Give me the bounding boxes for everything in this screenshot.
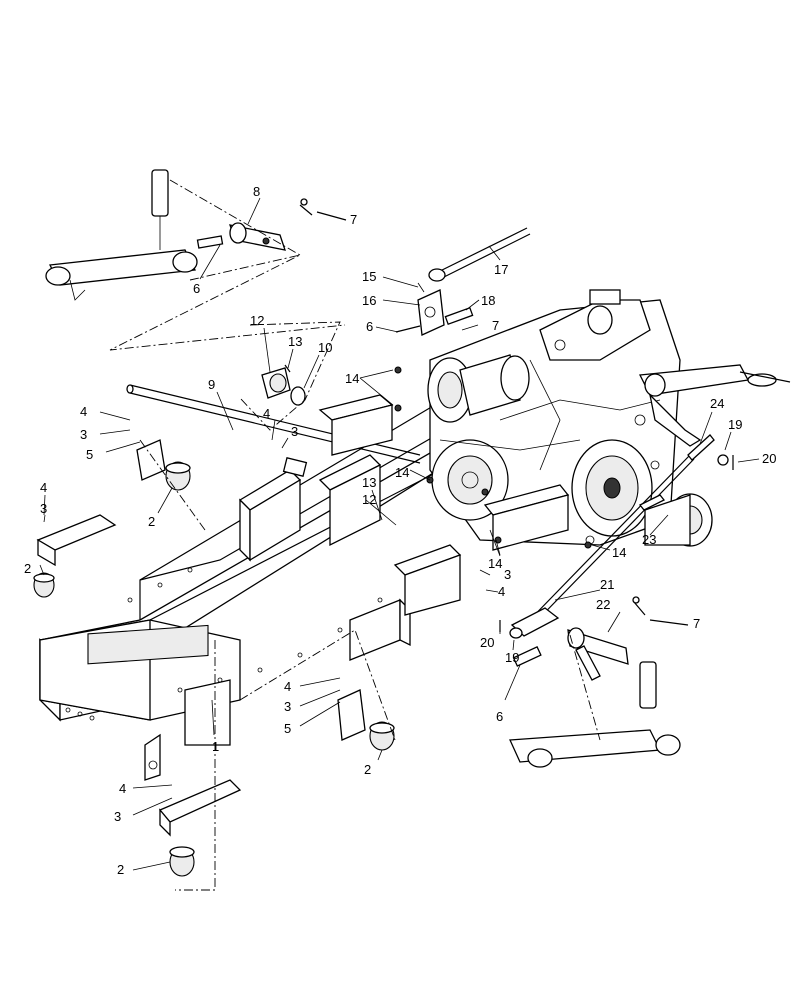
callout: 3 bbox=[40, 501, 47, 516]
isolator-mounts bbox=[33, 439, 396, 891]
callout: 5 bbox=[284, 721, 291, 736]
callout: 14 bbox=[488, 556, 502, 571]
brackets-14 bbox=[318, 366, 592, 616]
leader-lines bbox=[39, 197, 760, 871]
callout: 16 bbox=[362, 293, 376, 308]
callout: 14 bbox=[612, 545, 626, 560]
callout: 17 bbox=[494, 262, 508, 277]
rockshaft-assembly bbox=[395, 227, 531, 336]
callout: 2 bbox=[364, 762, 371, 777]
callout: 8 bbox=[253, 184, 260, 199]
callout: 6 bbox=[193, 281, 200, 296]
callout: 3 bbox=[504, 567, 511, 582]
upper-left-linkage bbox=[45, 169, 346, 351]
callout: 4 bbox=[498, 584, 505, 599]
callout: 15 bbox=[362, 269, 376, 284]
callout: 4 bbox=[284, 679, 291, 694]
transmission-housing bbox=[427, 289, 791, 546]
callout: 13 bbox=[288, 334, 302, 349]
callout: 12 bbox=[362, 492, 376, 507]
callout: 2 bbox=[148, 514, 155, 529]
callout: 23 bbox=[642, 532, 656, 547]
callout: 4 bbox=[80, 404, 87, 419]
callout: 7 bbox=[492, 318, 499, 333]
callout: 22 bbox=[596, 597, 610, 612]
callout: 7 bbox=[693, 616, 700, 631]
callout: 4 bbox=[40, 480, 47, 495]
callout: 20 bbox=[762, 451, 776, 466]
callout-labels: 8 7 6 17 15 16 18 6 7 12 13 10 9 14 4 3 … bbox=[24, 184, 776, 877]
callout: 14 bbox=[345, 371, 359, 386]
callout: 19 bbox=[505, 650, 519, 665]
callout: 6 bbox=[366, 319, 373, 334]
callout: 2 bbox=[117, 862, 124, 877]
callout: 4 bbox=[263, 406, 270, 421]
callout: 19 bbox=[728, 417, 742, 432]
callout: 3 bbox=[114, 809, 121, 824]
callout: 21 bbox=[600, 577, 614, 592]
callout: 12 bbox=[250, 313, 264, 328]
callout: 9 bbox=[208, 377, 215, 392]
callout: 5 bbox=[86, 447, 93, 462]
callout: 24 bbox=[710, 396, 724, 411]
callout: 20 bbox=[480, 635, 494, 650]
callout: 10 bbox=[318, 340, 332, 355]
callout: 1 bbox=[212, 739, 219, 754]
callout: 18 bbox=[481, 293, 495, 308]
callout: 4 bbox=[119, 781, 126, 796]
callout: 13 bbox=[362, 475, 376, 490]
callout: 7 bbox=[350, 212, 357, 227]
callout: 3 bbox=[291, 424, 298, 439]
bushing-bracket-upper bbox=[239, 321, 341, 431]
callout: 6 bbox=[496, 709, 503, 724]
callout: 3 bbox=[284, 699, 291, 714]
callout: 2 bbox=[24, 561, 31, 576]
callout: 14 bbox=[395, 465, 409, 480]
callout: 3 bbox=[80, 427, 87, 442]
lower-right-linkage bbox=[499, 434, 734, 768]
front-frame bbox=[38, 389, 521, 781]
